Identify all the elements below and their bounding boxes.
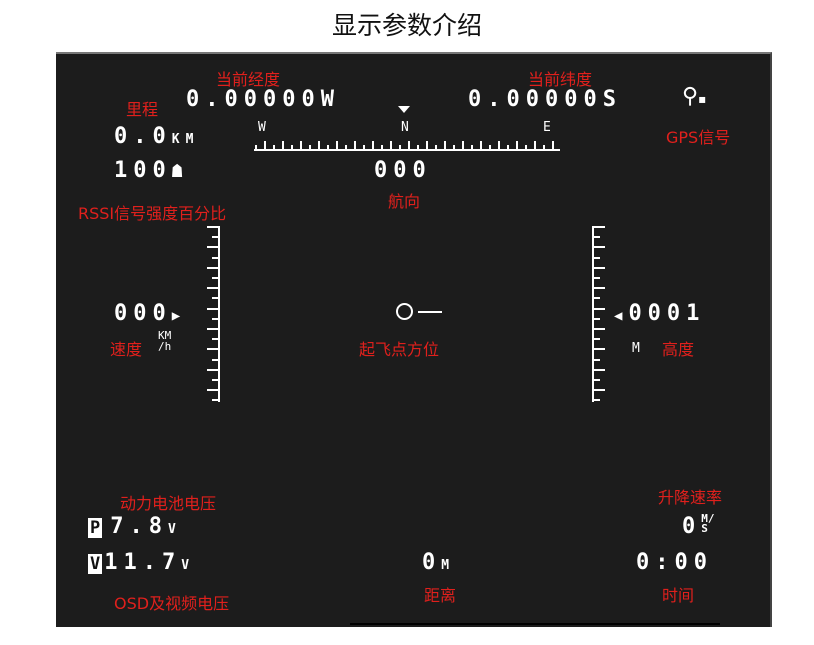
mileage-value: 0.0KM xyxy=(114,124,200,149)
ladder-tick xyxy=(207,226,218,228)
ladder-tick xyxy=(594,246,605,249)
ladder-tick xyxy=(207,389,218,392)
label-time: 时间 xyxy=(662,586,695,605)
ladder-tick xyxy=(207,246,218,249)
rssi-antenna-icon: ☗ xyxy=(171,161,183,182)
ladder-tick xyxy=(212,297,218,300)
ladder-tick xyxy=(207,307,218,310)
osd-battery-icon: V xyxy=(88,554,103,574)
main-battery-icon: P xyxy=(88,518,103,538)
compass-w: W xyxy=(258,120,266,135)
ladder-tick xyxy=(212,277,218,279)
main-battery-value: 7.8 xyxy=(110,514,168,539)
ladder-tick xyxy=(594,338,600,341)
ladder-tick xyxy=(594,389,605,392)
ladder-tick xyxy=(212,317,218,320)
home-distance-value: 0 xyxy=(422,550,442,575)
speed-ladder xyxy=(206,226,220,402)
label-main-battery: 动力电池电压 xyxy=(120,494,217,513)
compass-scale xyxy=(254,141,560,151)
speed-pointer-icon: ▶ xyxy=(171,308,187,324)
label-home: 起飞点方位 xyxy=(359,340,440,359)
ladder-tick xyxy=(594,297,600,300)
ladder-tick xyxy=(594,226,605,228)
ladder-tick xyxy=(212,399,218,402)
longitude-value: 0.00000W xyxy=(186,87,340,112)
bottom-bar xyxy=(350,623,720,625)
ladder-tick xyxy=(594,317,600,320)
ladder-tick xyxy=(207,348,218,351)
ladder-tick xyxy=(594,328,605,330)
compass-e: E xyxy=(543,120,551,135)
ladder-tick xyxy=(594,368,605,371)
osd-battery-value: 11.7 xyxy=(104,550,182,575)
label-mileage: 里程 xyxy=(126,100,159,119)
ladder-tick xyxy=(212,338,218,341)
latitude-value: 0.00000S xyxy=(468,87,622,112)
label-speed: 速度 xyxy=(110,340,143,359)
altitude-ladder xyxy=(592,226,606,402)
ladder-tick xyxy=(212,379,218,381)
label-climb: 升降速率 xyxy=(658,488,723,507)
ladder-tick xyxy=(212,358,218,361)
ladder-tick xyxy=(212,256,218,259)
label-distance: 距离 xyxy=(424,586,457,605)
ladder-tick xyxy=(207,328,218,330)
gps-satellite-icon: ⚲▪ xyxy=(682,84,707,109)
ladder-tick xyxy=(212,236,218,239)
ladder-tick xyxy=(207,266,218,269)
label-gps: GPS信号 xyxy=(666,128,731,147)
heading-pointer-icon xyxy=(398,106,410,113)
ladder-tick xyxy=(594,256,600,259)
ladder-tick xyxy=(594,348,605,351)
ladder-tick xyxy=(207,368,218,371)
label-latitude: 当前纬度 xyxy=(528,70,593,89)
ladder-tick xyxy=(594,266,605,269)
ladder-tick xyxy=(594,277,600,279)
ladder-tick xyxy=(594,379,600,381)
ladder-tick xyxy=(207,287,218,290)
label-longitude: 当前经度 xyxy=(216,70,281,89)
altitude-pointer-icon: ◀ xyxy=(614,308,629,324)
altitude-value: 0001 xyxy=(628,301,706,326)
altitude-unit: M xyxy=(632,341,640,356)
speed-value: 000 xyxy=(114,301,172,326)
label-rssi: RSSI信号强度百分比 xyxy=(78,204,227,223)
compass-n: N xyxy=(401,120,409,135)
home-direction-line xyxy=(418,311,442,313)
label-heading: 航向 xyxy=(388,192,421,211)
ladder-tick xyxy=(594,236,600,239)
label-osd-battery: OSD及视频电压 xyxy=(114,594,230,613)
ladder-tick xyxy=(594,307,605,310)
home-direction-icon xyxy=(396,303,413,320)
label-altitude: 高度 xyxy=(662,340,695,359)
ladder-tick xyxy=(594,358,600,361)
ladder-tick xyxy=(594,399,600,402)
page-title: 显示参数介绍 xyxy=(331,11,482,40)
climb-value: 0 xyxy=(682,514,702,539)
osd-screen: 当前经度 当前纬度 里程 0.00000W 0.00000S ⚲▪ GPS信号 … xyxy=(56,52,772,627)
heading-value: 000 xyxy=(374,158,432,183)
rssi-value: 100 xyxy=(114,158,172,183)
ladder-tick xyxy=(594,287,605,290)
flight-time-value: 0:00 xyxy=(636,550,713,575)
